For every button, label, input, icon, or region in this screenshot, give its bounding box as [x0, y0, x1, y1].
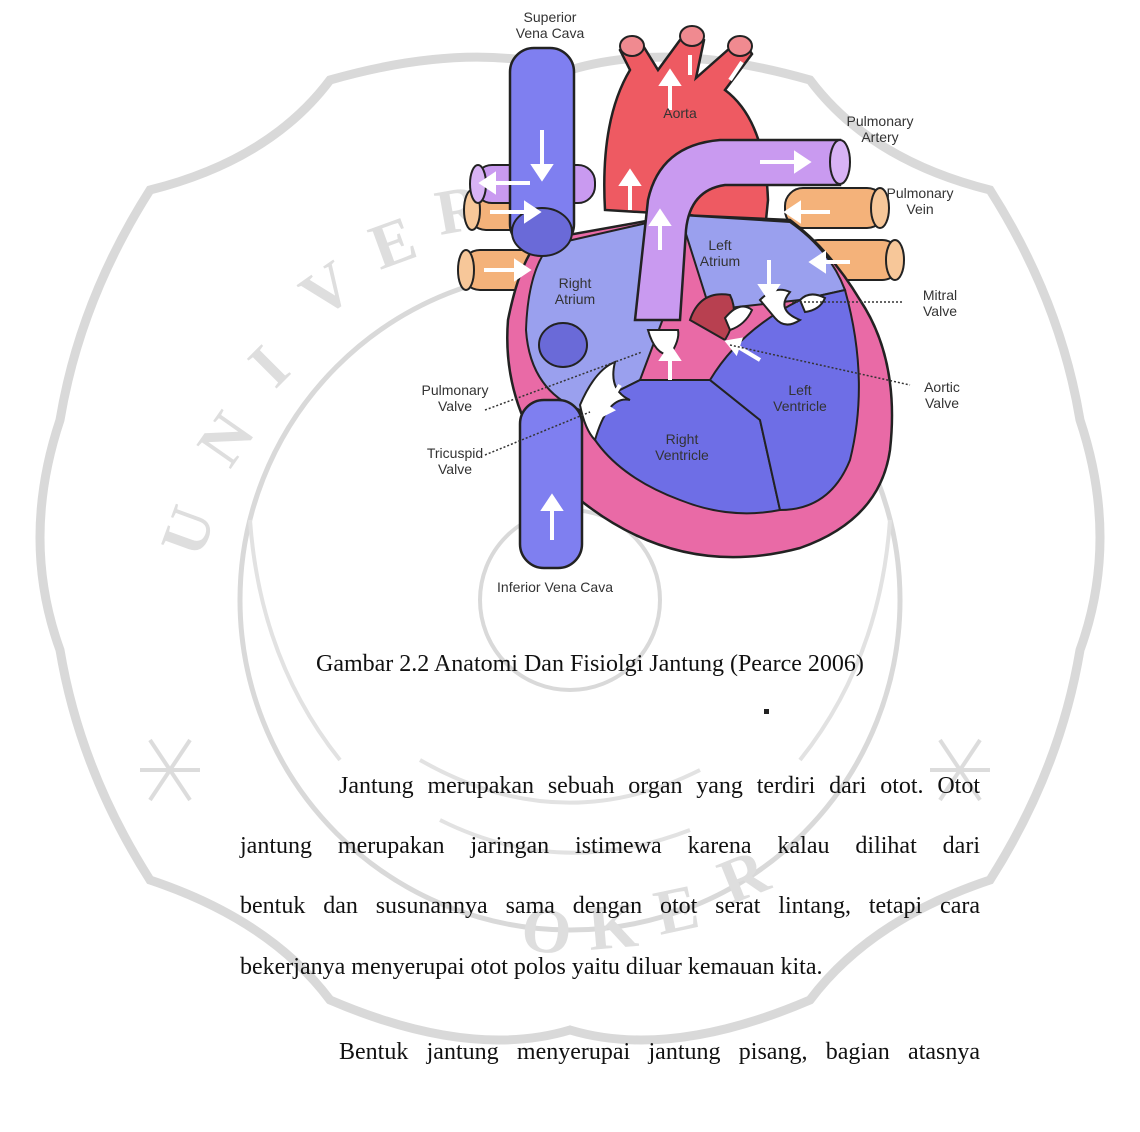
paragraph-line-3: bentuk dan susunannya sama dengan otot s…: [240, 894, 980, 918]
paragraph-line-2: jantung merupakan jaringan istimewa kare…: [240, 834, 980, 858]
inferior-vena-cava: [520, 400, 582, 568]
stray-mark: [764, 709, 769, 714]
figure-caption: Gambar 2.2 Anatomi Dan Fisiolgi Jantung …: [316, 651, 864, 678]
svg-text:U: U: [146, 497, 229, 565]
paragraph-line-1: Jantung merupakan sebuah organ yang terd…: [240, 774, 980, 798]
svg-text:I: I: [235, 332, 303, 400]
label-inferior-vena-cava: Inferior Vena Cava: [497, 579, 613, 595]
paragraph-2-first-line: Bentuk jantung menyerupai jantung pisang…: [240, 1040, 980, 1064]
svg-text:V: V: [287, 247, 366, 332]
svg-text:N: N: [183, 399, 268, 478]
paragraph-line-4: bekerjanya menyerupai otot polos yaitu d…: [240, 955, 980, 979]
label-aorta: Aorta: [663, 105, 697, 121]
